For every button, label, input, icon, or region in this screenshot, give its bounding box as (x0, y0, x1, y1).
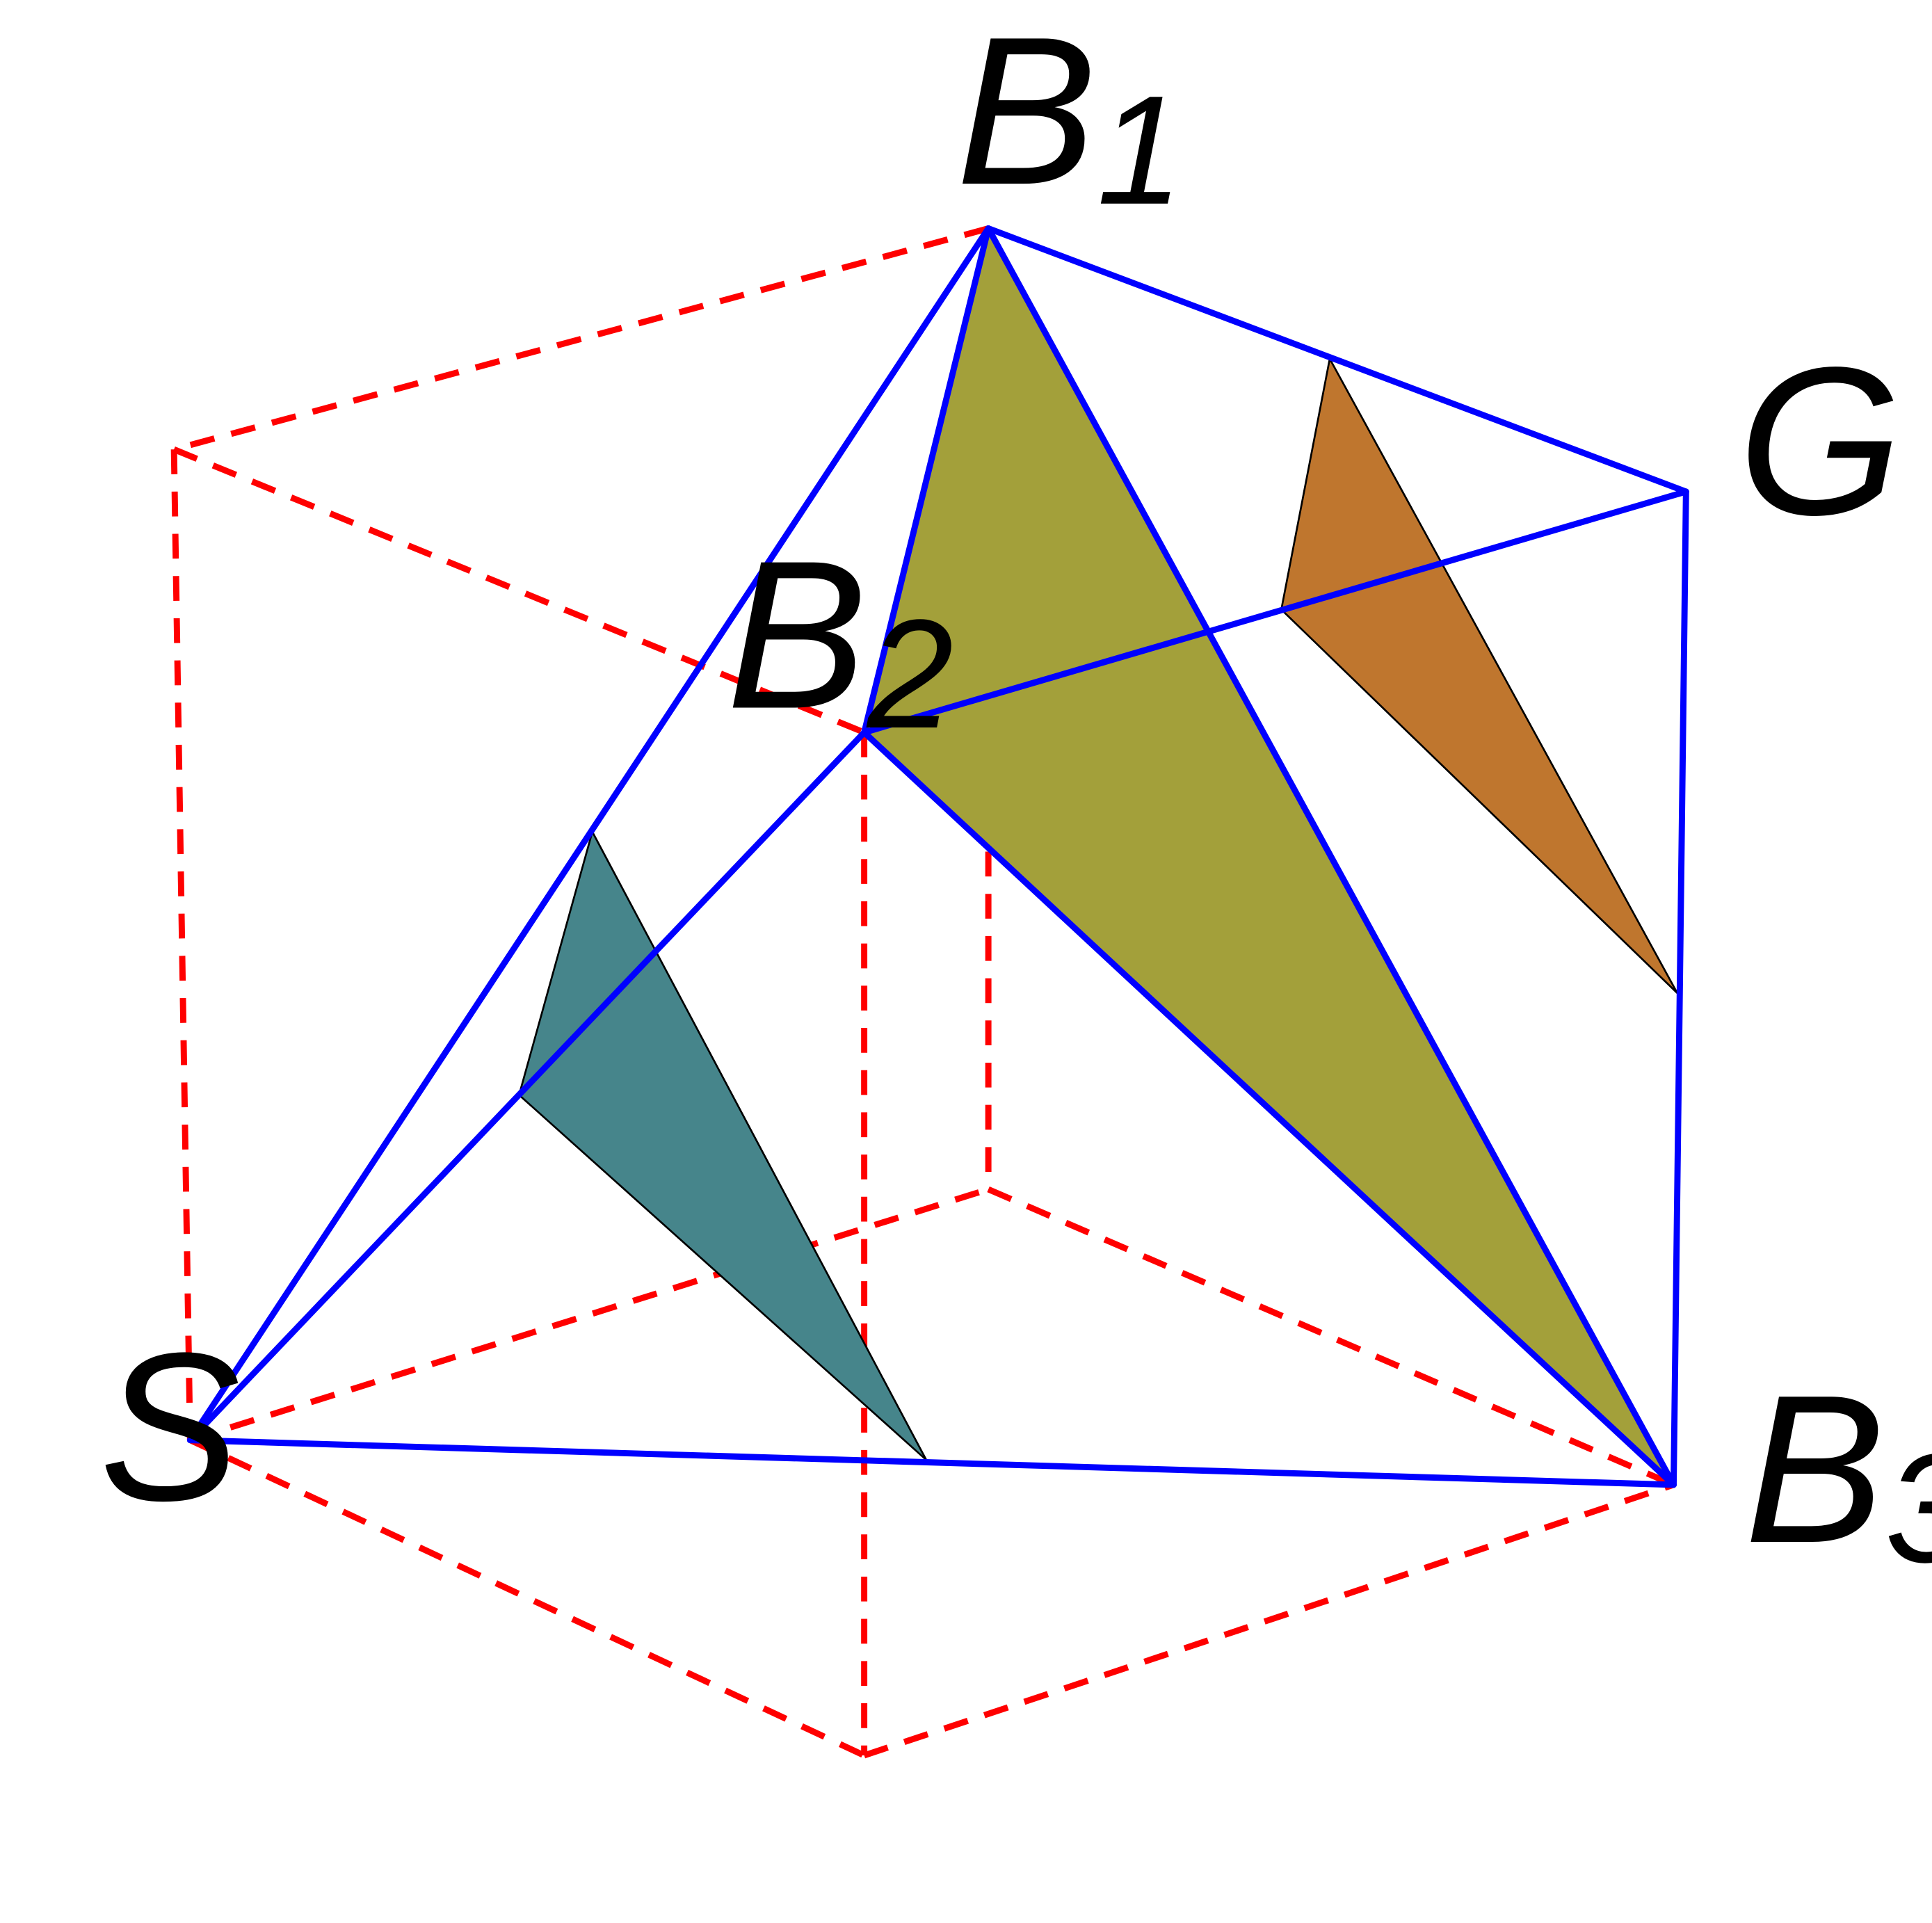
edge-b2-g (861, 488, 1689, 736)
dashed-edge-topleft-s (170, 449, 193, 1440)
edge-b1-b3 (985, 225, 1677, 1488)
edge-b1-b2 (861, 225, 992, 736)
edge-s-b3 (186, 1437, 1677, 1488)
vertex-label-b3-main: B (1744, 1351, 1885, 1587)
triangle-right-small (1280, 355, 1678, 994)
solid-edges (186, 225, 1689, 1488)
vertex-label-b1-sub: 1 (1097, 64, 1183, 237)
edge-g-b3 (1671, 488, 1689, 1488)
edge-s-b2 (186, 729, 868, 1444)
dashed-edge-s-back (189, 1186, 990, 1443)
edge-b1-g (985, 225, 1689, 495)
vertex-label-b3: B3 (1744, 1351, 1932, 1595)
dashed-cube-edges (170, 225, 1675, 1759)
vertex-label-b2-main: B (726, 517, 867, 753)
vertex-label-b2-sub: 2 (866, 588, 953, 761)
dashed-edge-bottom-b3 (863, 1481, 1675, 1759)
dashed-edge-b1-topleft (172, 225, 990, 453)
edge-s-b1 (186, 225, 992, 1444)
edge-b2-b3 (861, 729, 1677, 1488)
vertex-label-b1: B1 (956, 0, 1184, 237)
vertex-label-s: S (99, 1309, 240, 1545)
vertex-label-b2: B2 (726, 517, 953, 761)
vertex-label-b1-main: B (956, 0, 1097, 229)
vertex-label-b3-sub: 3 (1885, 1422, 1932, 1595)
triangle-b1-b2-b3 (864, 228, 1674, 1485)
vertex-label-g: G (1738, 323, 1902, 559)
